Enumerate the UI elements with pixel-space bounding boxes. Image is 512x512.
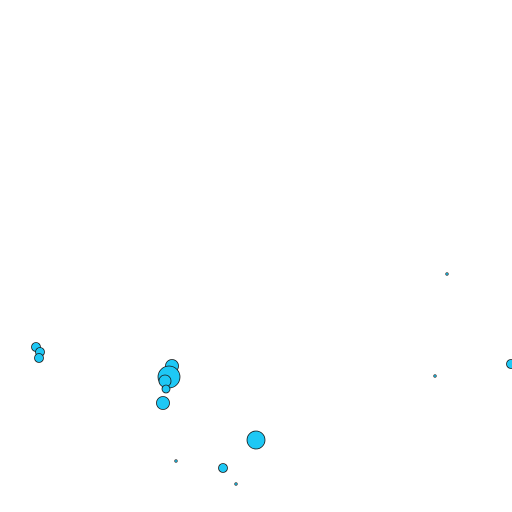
map-marker-m7[interactable] [161, 384, 171, 394]
map-marker-m10[interactable] [218, 463, 228, 473]
map-marker-m8[interactable] [156, 396, 170, 410]
map-marker-m11[interactable] [506, 359, 512, 369]
map-marker-m3[interactable] [34, 353, 44, 363]
map-marker-m12[interactable] [445, 272, 449, 276]
map-marker-m14[interactable] [174, 459, 178, 463]
map-marker-m15[interactable] [234, 482, 238, 486]
map-marker-m9[interactable] [246, 430, 266, 450]
marker-layer [31, 272, 512, 486]
map-marker-m13[interactable] [433, 374, 437, 378]
